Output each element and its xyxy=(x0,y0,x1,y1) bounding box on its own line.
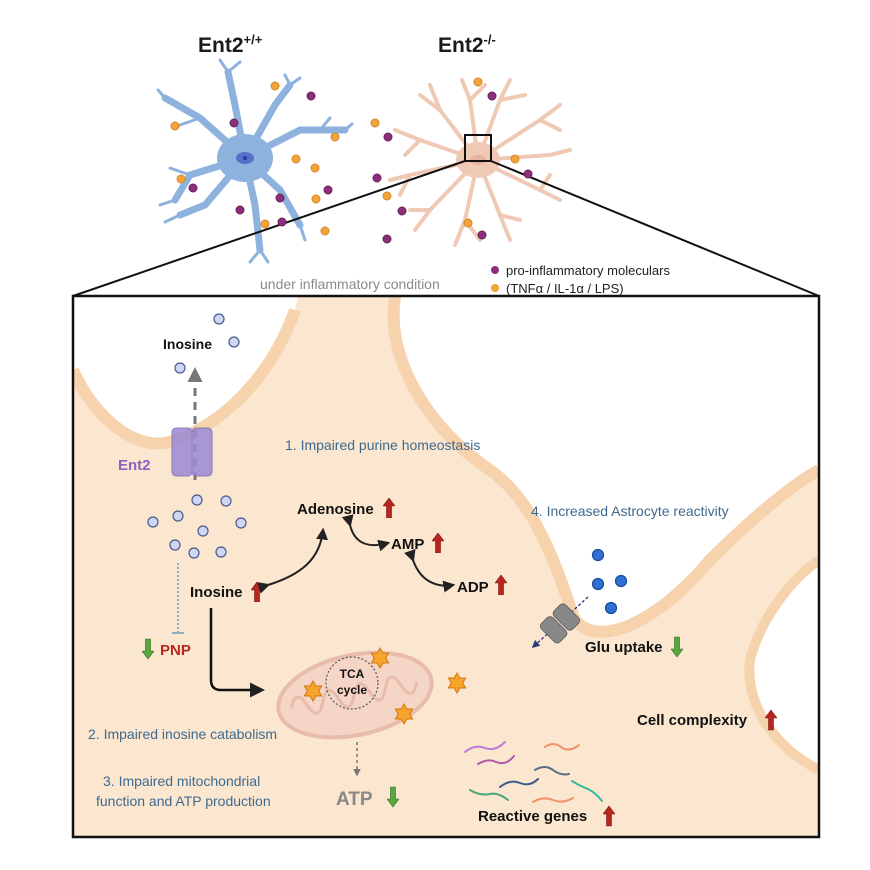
inosine-adenosine-arrow xyxy=(257,527,329,594)
adenosine-label: Adenosine xyxy=(297,501,374,518)
detail-panel xyxy=(73,296,819,837)
step3-label-2: function and ATP production xyxy=(96,793,271,809)
ent2-label: Ent2 xyxy=(118,457,151,474)
mrna-icons xyxy=(464,741,603,803)
legend-swatch-orange xyxy=(491,284,499,292)
wt-title: Ent2+/+ xyxy=(198,32,263,57)
reactive-genes-label: Reactive genes xyxy=(478,808,587,825)
zoom-box xyxy=(464,134,492,162)
atp-label: ATP xyxy=(336,789,373,810)
glu-transporter-icon xyxy=(539,603,581,644)
ent2-transporter-icon xyxy=(171,427,213,477)
cell-complexity-label: Cell complexity xyxy=(637,712,748,729)
step1-label: 1. Impaired purine homeostasis xyxy=(285,437,480,453)
inosine-molecules-in xyxy=(147,494,247,559)
legend-swatch-purple xyxy=(491,266,499,274)
ko-title: Ent2-/- xyxy=(438,32,496,57)
legend-label-1: (TNFα / IL-1α / LPS) xyxy=(506,281,624,296)
step2-label: 2. Impaired inosine catabolism xyxy=(88,726,277,742)
mitochondrion-icon xyxy=(276,650,434,740)
legend-label-0: pro-inflammatory moleculars xyxy=(506,263,670,278)
zoom-line-right xyxy=(490,160,820,297)
detail-frame xyxy=(71,294,821,839)
step4-label: 4. Increased Astrocyte reactivity xyxy=(531,503,729,519)
step3-label-1: 3. Impaired mitochondrial xyxy=(103,773,260,789)
adenosine-amp-arrow xyxy=(341,514,391,552)
condition-label: under inflammatory condition xyxy=(260,276,440,292)
tca-label-2: cycle xyxy=(337,683,367,697)
amp-label: AMP xyxy=(391,536,424,553)
zoom-line-left xyxy=(72,160,466,297)
legend: pro-inflammatory moleculars (TNFα / IL-1… xyxy=(491,263,670,296)
glutamate-molecules xyxy=(591,548,628,615)
inosine-molecules-out xyxy=(174,313,240,374)
tca-cycle-loop xyxy=(325,656,379,710)
inflammatory-molecules xyxy=(170,77,533,244)
inosine-in-label: Inosine xyxy=(190,584,243,601)
inosine-to-mito-arrow xyxy=(209,608,265,698)
glu-uptake-label: Glu uptake xyxy=(585,639,663,656)
tca-label-1: TCA xyxy=(340,667,365,681)
pnp-label: PNP xyxy=(160,642,191,659)
adp-label: ADP xyxy=(457,579,489,596)
inosine-out-label: Inosine xyxy=(163,336,212,352)
amp-adp-arrow xyxy=(404,548,456,593)
